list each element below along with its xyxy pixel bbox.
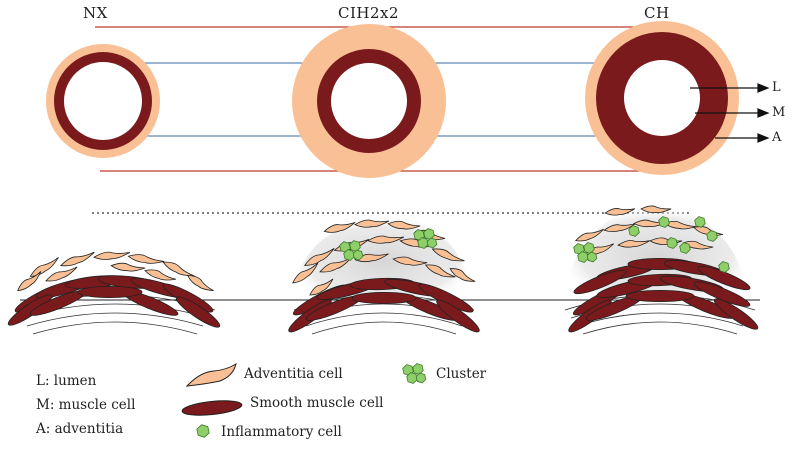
inflammatory-cell <box>577 251 589 263</box>
inflammatory-cell <box>679 242 691 254</box>
elastic-lamina-line <box>32 321 198 335</box>
elastic-lamina-line <box>305 312 463 327</box>
adventitia-cell <box>354 219 390 228</box>
inflammatory-cell <box>586 251 598 263</box>
elastic-lamina-line <box>576 312 744 327</box>
smooth-muscle-cell <box>77 285 143 298</box>
adventitia-cell <box>93 251 130 260</box>
smooth-muscle-cell <box>697 265 751 291</box>
vessel-nx <box>46 44 160 158</box>
legend-inflammatory-icon <box>196 424 210 438</box>
adventitia-cell <box>449 268 476 282</box>
adventitia-cell <box>17 271 42 292</box>
legend-adventitia-cell-label: Adventitia cell <box>244 366 343 382</box>
legend-smooth-muscle-icon <box>181 400 243 416</box>
adventitia-cell <box>584 243 615 256</box>
legend-abbrev-lumen: L: lumen <box>36 373 97 389</box>
adventitia-cell <box>292 262 319 284</box>
smooth-muscle-cell <box>436 299 480 333</box>
adventitia-cell <box>110 262 146 272</box>
legend-cluster-label: Cluster <box>436 366 487 382</box>
adventitia-cell <box>127 254 165 264</box>
adventitia-cell <box>640 205 672 214</box>
inflammatory-cell <box>658 216 670 228</box>
legend-adventitia-icon <box>185 362 237 387</box>
adventitia-cell <box>60 251 95 267</box>
vessel-ch <box>585 21 739 175</box>
smooth-muscle-cell <box>625 289 695 302</box>
layer-label-muscle: M <box>772 105 786 120</box>
legend-smooth-muscle-cell-label: Smooth muscle cell <box>250 395 384 411</box>
wall-section-cih2x2 <box>288 219 480 335</box>
adventitia-cell <box>574 228 604 242</box>
smooth-muscle-cell <box>351 291 417 304</box>
inflammatory-cell <box>417 237 429 249</box>
condition-label-cih2x2: CIH2x2 <box>338 4 400 22</box>
adventitia-cell <box>604 208 636 216</box>
vessel-cih2x2 <box>292 24 446 178</box>
legend-inflammatory-cell-label: Inflammatory cell <box>221 424 342 440</box>
inflammatory-cell <box>666 237 678 249</box>
inflammatory-cell <box>706 230 718 242</box>
adventitia-cell <box>367 235 405 244</box>
condition-label-nx: NX <box>83 4 108 22</box>
adventitia-cell <box>309 278 334 296</box>
condition-label-ch: CH <box>644 4 670 22</box>
smooth-muscle-cell <box>175 296 221 328</box>
adventitia-cell <box>323 221 356 233</box>
elastic-lamina-line <box>311 321 457 335</box>
inflammatory-cell <box>426 237 438 249</box>
inflammatory-cell <box>628 225 640 237</box>
adventitia-cell <box>303 248 335 266</box>
smooth-muscle-cell <box>573 269 627 295</box>
inflammatory-cell <box>718 261 730 273</box>
inflammatory-cell <box>694 216 706 228</box>
smooth-muscle-cell <box>713 298 759 330</box>
wall-section-ch <box>564 205 759 335</box>
inflammatory-cell <box>352 249 364 261</box>
adventitia-cell <box>162 261 195 277</box>
adventitia-cell <box>431 248 465 262</box>
adventitia-cell <box>187 274 214 292</box>
elastic-lamina-line <box>582 321 738 335</box>
legend-cluster-icon <box>402 363 427 384</box>
adventitia-cell <box>45 266 78 282</box>
layer-label-lumen: L <box>772 80 781 95</box>
inflammatory-cell <box>415 372 427 384</box>
layer-label-adventitia: A <box>772 130 782 145</box>
inflammatory-cell <box>406 372 418 384</box>
adventitia-cell <box>144 269 176 281</box>
layer-arrows <box>690 83 770 143</box>
adventitia-cell <box>29 257 59 277</box>
adventitia-cell <box>682 240 714 250</box>
adventitia-cell <box>354 253 389 263</box>
inflammatory-cell <box>412 363 424 375</box>
adventitia-cell <box>392 256 428 266</box>
inflammatory-cell <box>196 424 210 438</box>
elastic-lamina-line <box>26 312 204 327</box>
adventitia-cell <box>424 264 456 278</box>
legend-abbrev-adventitia: A: adventitia <box>36 421 124 437</box>
adventitia-cell <box>387 220 421 230</box>
wall-section-nx <box>7 251 221 335</box>
legend-abbrev-muscle: M: muscle cell <box>36 397 136 413</box>
inflammatory-cell <box>343 249 355 261</box>
